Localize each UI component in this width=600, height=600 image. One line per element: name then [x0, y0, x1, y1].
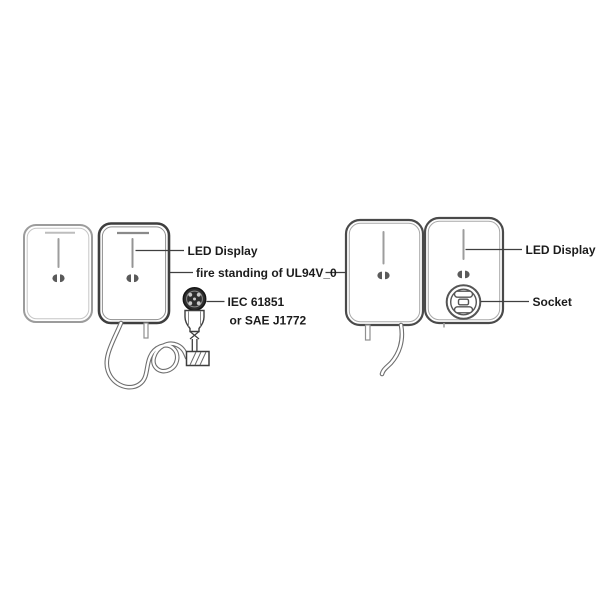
callout-leaders — [135, 248, 529, 303]
wallbox-inner-line — [26, 227, 90, 320]
callout-labels: LED Display fire standing of UL94V_0 IEC… — [188, 243, 596, 328]
wallbox-inner-line — [101, 226, 167, 321]
label-led-display-left: LED Display — [188, 244, 258, 258]
socket-outlet — [445, 284, 482, 320]
wallbox-unit-socket — [423, 216, 505, 328]
cable-gland-hatch — [189, 351, 207, 366]
wallbox-inner-line — [348, 222, 421, 323]
label-standard-sae: or SAE J1772 — [230, 314, 307, 328]
mount-stub — [364, 324, 371, 341]
status-led-pair-icon — [52, 274, 65, 283]
mount-stub — [143, 322, 149, 339]
label-fire-standing: fire standing of UL94V_0 — [196, 266, 337, 280]
label-standard-iec: IEC 61851 — [228, 295, 285, 309]
plug-neck-cross — [189, 331, 200, 340]
charging-cable-coiled — [104, 320, 190, 390]
status-led-pair-icon — [126, 274, 139, 283]
plug-pins — [188, 292, 201, 306]
figure-right-charger-with-socket — [344, 216, 505, 377]
charge-plug — [182, 287, 210, 367]
socket-top-slot — [453, 290, 474, 298]
plug-face-ring — [186, 290, 203, 308]
wallbox-unit-light — [23, 224, 93, 323]
label-socket: Socket — [533, 295, 572, 309]
socket-mid-slot — [457, 298, 470, 306]
charging-cable-hanging — [379, 322, 405, 377]
wallbox-body — [23, 224, 93, 323]
figure-left-charger-with-plug — [23, 222, 210, 390]
plug-collar — [184, 309, 205, 333]
socket-bottom-slot — [453, 306, 474, 314]
label-led-display-right: LED Display — [526, 243, 596, 257]
wallbox-unit-dark — [97, 222, 171, 339]
wallbox-unit-plain — [344, 218, 425, 341]
status-led-pair-icon — [457, 270, 470, 279]
status-led-pair-icon — [377, 271, 390, 280]
wallbox-body — [423, 216, 505, 325]
wallbox-body — [97, 222, 171, 325]
